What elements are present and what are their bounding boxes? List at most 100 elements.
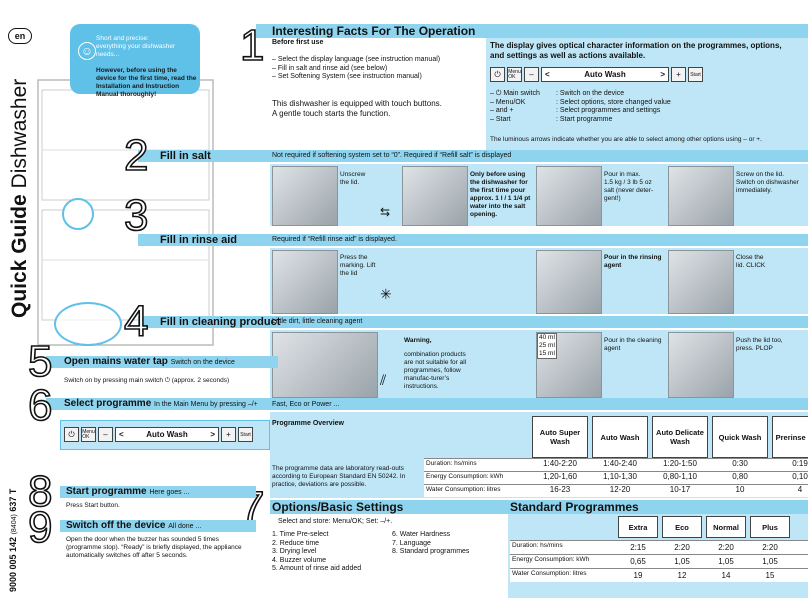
table-cell: 1,20-1,60: [543, 472, 577, 481]
table-row: [510, 554, 808, 568]
step3-caption-2: Pour in the rinsing agent: [604, 254, 662, 269]
step4-warning-title: Warning,: [404, 337, 432, 344]
step9-band: [60, 520, 256, 532]
table-row: [510, 540, 808, 554]
step8-band: [60, 486, 256, 498]
display-control-main: ⏻ Menu OK – <Auto Wash> + Start: [64, 427, 253, 442]
programme-column-header: Auto Super Wash: [532, 416, 588, 458]
programme-display: <Auto Wash>: [115, 427, 219, 442]
standard-title: Standard Programmes: [510, 500, 639, 514]
salt-lid-photo: [272, 166, 338, 226]
step4-title: Fill in cleaning product: [160, 316, 281, 328]
display-control-top: ⏻ Menu OK – <Auto Wash> + Start: [490, 67, 703, 82]
step1-item: – Select the display language (see instr…: [272, 56, 441, 63]
table-cell: 0:30: [732, 459, 748, 468]
salt-cap-marker: [62, 198, 94, 230]
table-cell: 1:20-1:50: [663, 459, 697, 468]
plus-button[interactable]: +: [671, 67, 686, 82]
screw-lid-photo: [668, 166, 734, 226]
step9-text: Open the door when the buzzer has sounde…: [66, 536, 242, 559]
step9-title: Switch off the device All done ...: [66, 520, 202, 531]
row-label: Duration: hs/mins: [512, 542, 563, 549]
side-code: 9000 005 142 (8404) 637 T: [8, 488, 18, 592]
menu-ok-button[interactable]: Menu OK: [507, 67, 522, 82]
table-cell: 4: [797, 485, 803, 494]
minus-button[interactable]: –: [524, 67, 539, 82]
detergent-marker: [54, 302, 122, 346]
table-cell: 2:20: [762, 543, 778, 552]
row-label: Water Consumption: litres: [512, 570, 587, 577]
step3-caption-1: Press the marking. Lift the lid: [340, 254, 376, 277]
step1-display-info: The display gives optical character info…: [490, 41, 782, 60]
step4-warning-text: combination products are not suitable fo…: [404, 351, 467, 390]
step4-note: Little dirt, little cleaning agent: [272, 318, 363, 325]
table-cell: 1,05: [674, 557, 690, 566]
standard-column-header: Eco: [662, 516, 702, 538]
step8-title: Start programme Here goes ...: [66, 486, 190, 497]
power-button[interactable]: ⏻: [64, 427, 79, 442]
row-label: Water Consumption: litres: [426, 486, 501, 493]
table-cell: 15: [765, 571, 775, 580]
table-row: [424, 458, 808, 471]
table-cell: 2:20: [718, 543, 734, 552]
step1-touch: This dishwasher is equipped with touch b…: [272, 99, 442, 118]
step3-note: Required if “Refill rinse aid” is displa…: [272, 236, 397, 243]
minus-button[interactable]: –: [98, 427, 113, 442]
start-button[interactable]: Start: [688, 67, 703, 82]
step4-caption-3: Push the lid too, press. PLOP: [736, 337, 783, 352]
step2-band: [138, 150, 808, 162]
step9-number: 9: [27, 503, 53, 552]
table-row: [424, 484, 808, 497]
step2-note: Not required if softening system set to …: [272, 152, 512, 159]
standard-column-header: Normal: [706, 516, 746, 538]
programme-overview-title: Programme Overview: [272, 420, 344, 427]
smiley-icon: ☺: [78, 42, 96, 60]
table-cell: 0,65: [630, 557, 646, 566]
table-cell: 10-17: [669, 485, 691, 494]
row-label: Duration: hs/mins: [426, 460, 477, 467]
intro-bubble: [70, 24, 200, 94]
table-cell: 12-20: [609, 485, 631, 494]
step1-number: 1: [239, 21, 265, 70]
step6-title: Select programme In the Main Menu by pre…: [64, 398, 258, 409]
step4-caption-2: Pour in the cleaning agent: [604, 337, 662, 352]
row-label: Energy Consumption: kWh: [512, 556, 590, 563]
plus-button[interactable]: +: [221, 427, 236, 442]
programme-column-header: Auto Wash: [592, 416, 648, 458]
step2-title: Fill in salt: [160, 150, 211, 162]
language-badge: en: [8, 28, 32, 44]
step1-arrows-note: The luminous arrows indicate whether you…: [490, 136, 762, 143]
step7-title: Options/Basic Settings: [272, 500, 404, 514]
step5-number: 5: [27, 337, 53, 386]
table-cell: 0,80: [732, 472, 748, 481]
sparkle-icon: ✳: [380, 286, 392, 302]
table-cell: 16-23: [549, 485, 571, 494]
menu-ok-button[interactable]: Menu OK: [81, 427, 96, 442]
table-cell: 12: [677, 571, 687, 580]
table-cell: 1:40-2:20: [543, 459, 577, 468]
step3-number: 3: [123, 191, 149, 240]
table-cell: 14: [721, 571, 731, 580]
table-cell: 0,10: [792, 472, 808, 481]
step2-caption-3: Pour in max. 1.5 kg / 3 lb 5 oz salt (ne…: [604, 171, 654, 202]
table-cell: 1:40-2:40: [603, 459, 637, 468]
rinse-close-photo: [668, 250, 734, 314]
step3-band: [138, 234, 808, 246]
step4-band: [138, 316, 808, 328]
step6-number: 6: [27, 381, 53, 430]
table-cell: 2:15: [630, 543, 646, 552]
intro-text: Short and precise: everything your dishw…: [96, 35, 197, 98]
step3-caption-3: Close the lid. CLICK: [736, 254, 766, 269]
detergent-close-photo: [668, 332, 734, 398]
step7-sub: Select and store: Menu/OK; Set: –/+.: [278, 518, 393, 525]
step7-band: [270, 500, 808, 514]
step3-title: Fill in rinse aid: [160, 234, 238, 246]
step1-item: – Fill in salt and rinse aid (see below): [272, 64, 388, 72]
step6-note: Fast, Eco or Power ...: [272, 401, 340, 408]
power-button[interactable]: ⏻: [490, 67, 505, 82]
start-button[interactable]: Start: [238, 427, 253, 442]
rinse-lid-photo: [272, 250, 338, 314]
row-label: Energy Consumption: kWh: [426, 473, 504, 480]
water-pour-photo: [402, 166, 468, 226]
